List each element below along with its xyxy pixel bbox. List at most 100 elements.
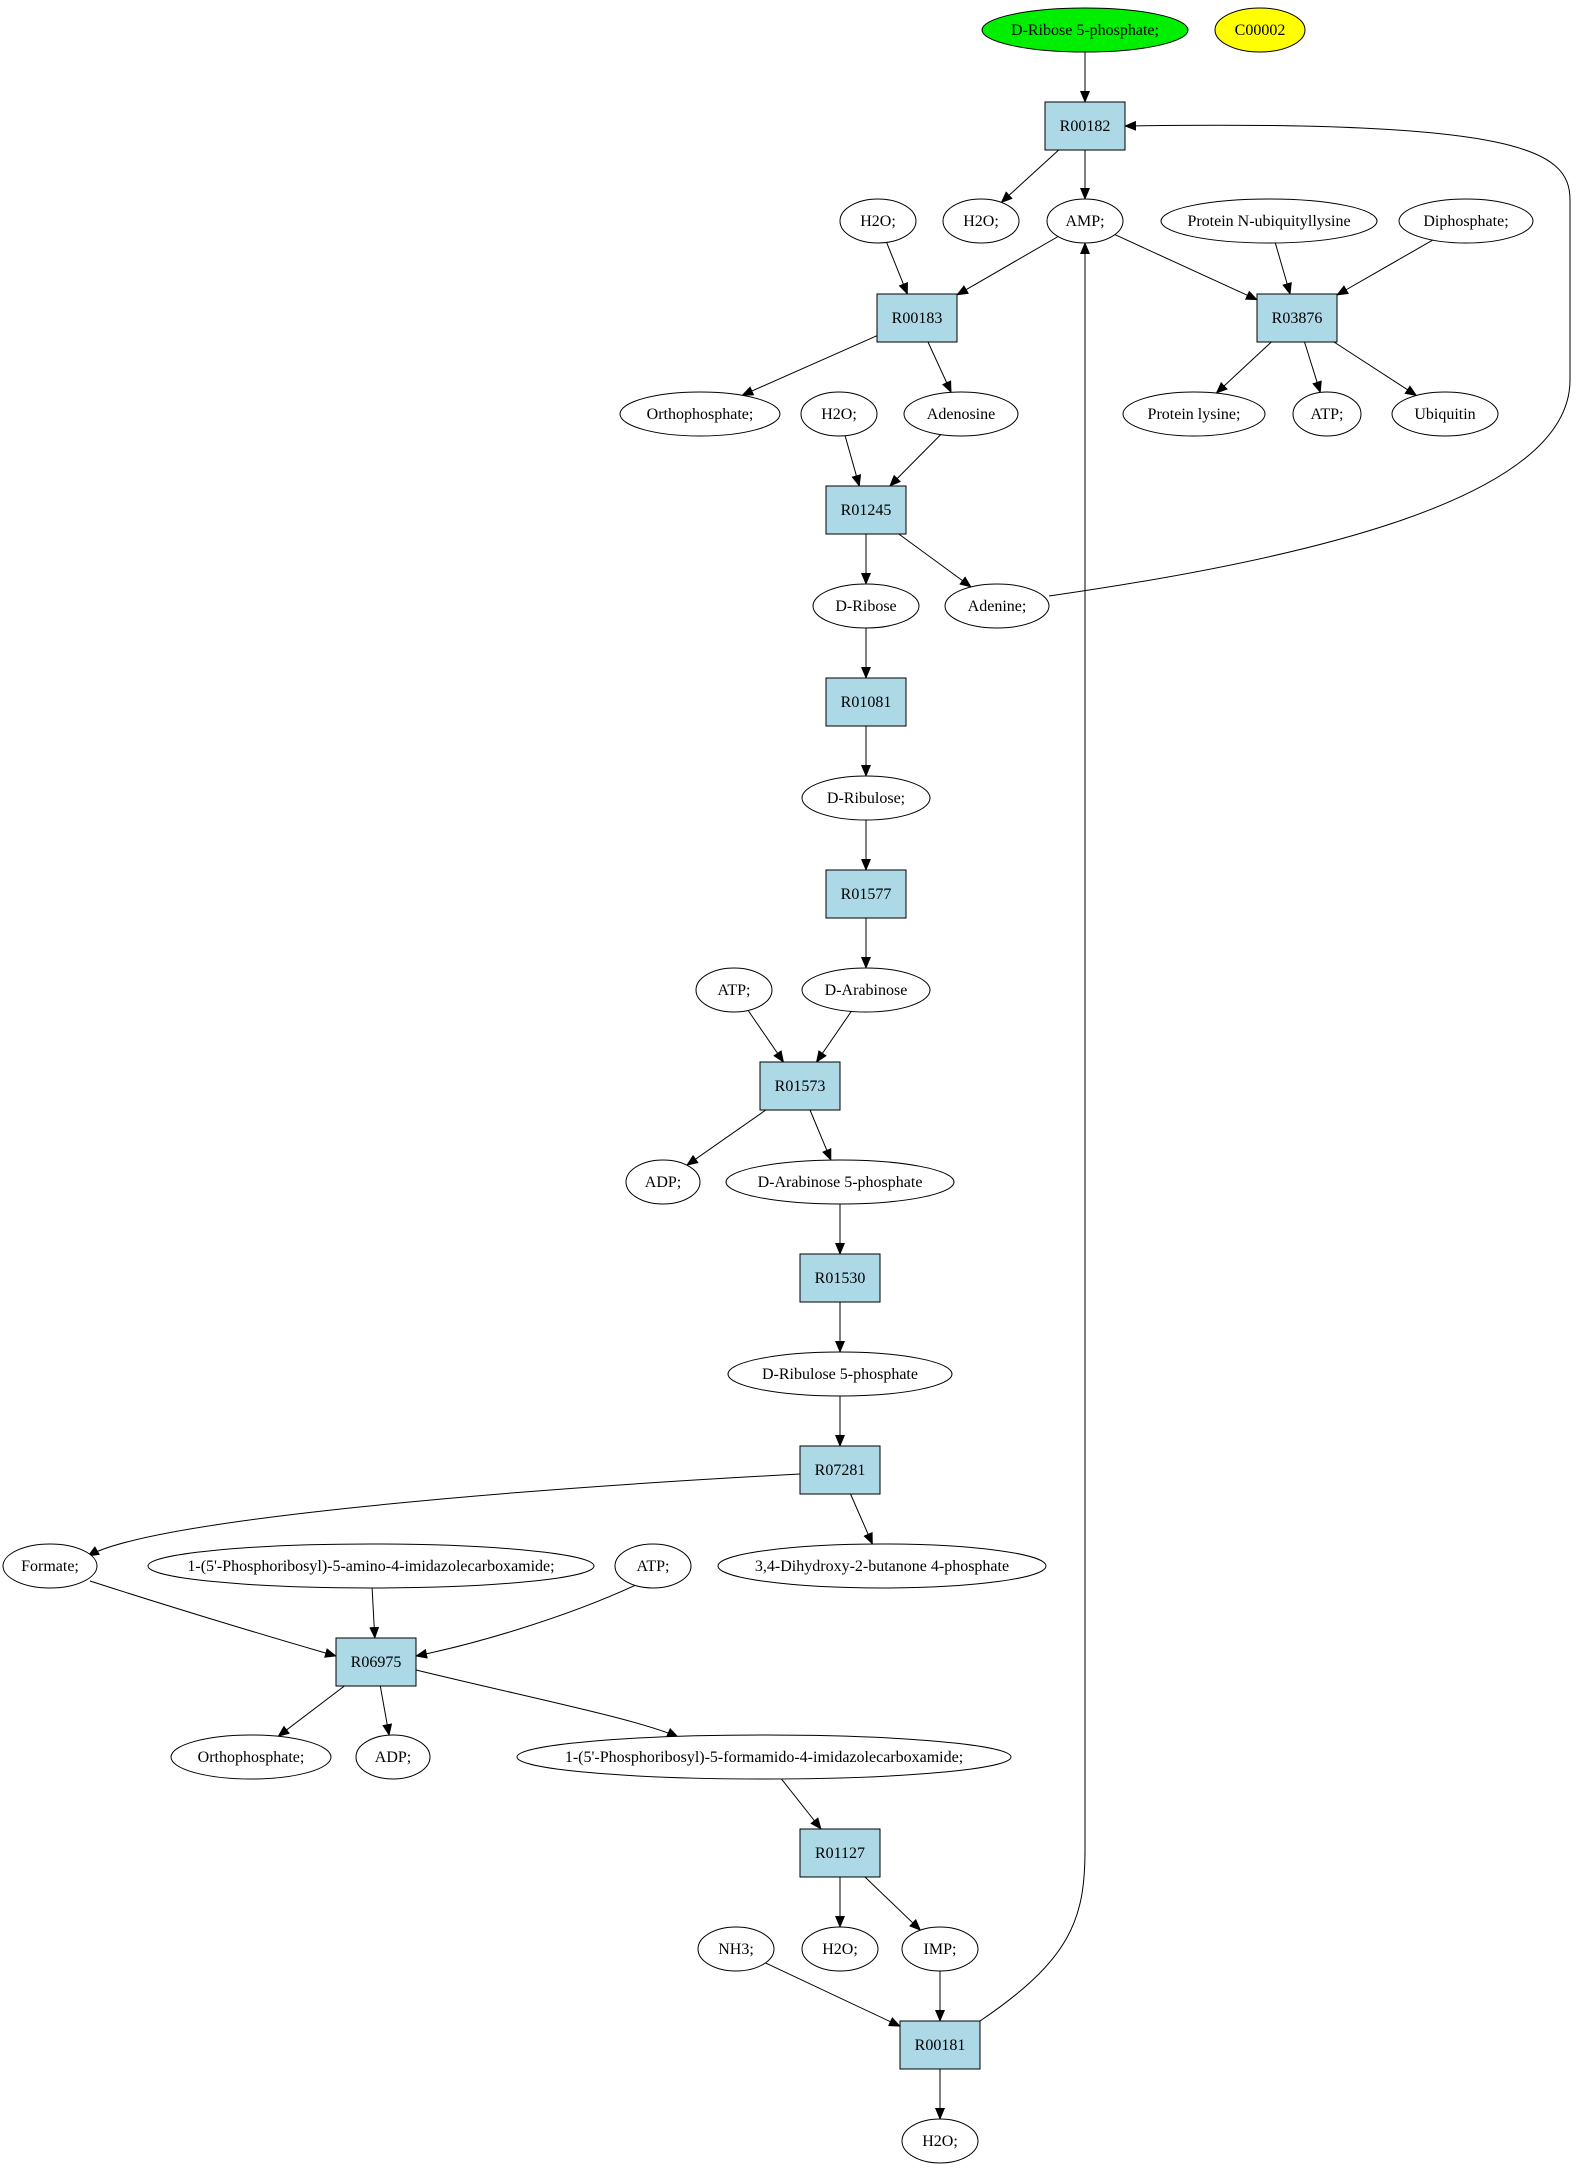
compound-node-nh3[interactable]: NH3; <box>697 1926 775 1972</box>
node-label: Adenine; <box>968 598 1027 615</box>
node-label: R01530 <box>815 1270 866 1287</box>
edge-r07281-to-formate <box>87 1473 801 1557</box>
edge-diphosphate-to-r03876 <box>1336 239 1433 296</box>
node-label: Orthophosphate; <box>198 1749 305 1766</box>
compound-node-dihydroxy-butanone[interactable]: 3,4-Dihydroxy-2-butanone 4-phosphate <box>717 1543 1047 1589</box>
compound-ellipse <box>619 391 781 437</box>
compound-ellipse <box>801 967 931 1013</box>
reaction-box <box>1044 101 1126 151</box>
node-label: H2O; <box>822 1941 858 1958</box>
edge-prib-formamido-to-r01127 <box>781 1778 822 1830</box>
edge-amp-to-r00183 <box>956 236 1059 296</box>
edge-atp-c-to-r06975 <box>415 1584 637 1659</box>
node-label: R00181 <box>915 2037 966 2054</box>
reaction-node-r01245[interactable]: R01245 <box>825 485 907 535</box>
node-label: H2O; <box>922 2133 958 2150</box>
node-label: R01573 <box>775 1078 826 1095</box>
reaction-node-r01530[interactable]: R01530 <box>799 1253 881 1303</box>
edge-r06975-to-orthophosphate-b <box>277 1685 345 1737</box>
edge-r00182-to-h2o-b <box>1000 149 1060 204</box>
compound-ellipse <box>625 1159 701 1205</box>
compound-node-d-ribose[interactable]: D-Ribose <box>812 583 920 629</box>
compound-node-protein-lysine[interactable]: Protein lysine; <box>1122 391 1266 437</box>
compound-ellipse <box>812 583 920 629</box>
compound-ellipse <box>2 1543 98 1589</box>
node-label: AMP; <box>1065 213 1104 230</box>
compound-node-h2o-b[interactable]: H2O; <box>942 198 1020 244</box>
compound-node-d-arabinose-5p[interactable]: D-Arabinose 5-phosphate <box>725 1159 955 1205</box>
reaction-node-r00183[interactable]: R00183 <box>876 293 958 343</box>
compound-ellipse <box>901 2118 979 2164</box>
compound-node-atp-a[interactable]: ATP; <box>1292 391 1362 437</box>
compound-ellipse <box>727 1351 953 1397</box>
compound-node-orthophosphate-a[interactable]: Orthophosphate; <box>619 391 781 437</box>
reaction-box <box>876 293 958 343</box>
compound-node-h2o-e[interactable]: H2O; <box>901 2118 979 2164</box>
compound-ellipse <box>944 583 1050 629</box>
node-label: H2O; <box>963 213 999 230</box>
reaction-node-r07281[interactable]: R07281 <box>799 1445 881 1495</box>
compound-node-diphosphate[interactable]: Diphosphate; <box>1398 198 1534 244</box>
reaction-node-r01573[interactable]: R01573 <box>759 1061 841 1111</box>
compound-node-amp[interactable]: AMP; <box>1046 198 1124 244</box>
reaction-node-r03876[interactable]: R03876 <box>1256 293 1338 343</box>
compound-ellipse <box>942 198 1020 244</box>
edge-adenosine-to-r01245 <box>889 434 942 487</box>
compound-node-adenosine[interactable]: Adenosine <box>903 391 1019 437</box>
reaction-node-r01577[interactable]: R01577 <box>825 869 907 919</box>
compound-node-orthophosphate-b[interactable]: Orthophosphate; <box>170 1734 332 1780</box>
compound-node-prib-amino[interactable]: 1-(5'-Phosphoribosyl)-5-amino-4-imidazol… <box>147 1543 595 1589</box>
edges-layer <box>87 52 1571 2120</box>
node-label: 1-(5'-Phosphoribosyl)-5-formamido-4-imid… <box>565 1749 963 1766</box>
compound-node-atp-b[interactable]: ATP; <box>695 967 773 1013</box>
compound-node-formate[interactable]: Formate; <box>2 1543 98 1589</box>
reaction-box <box>759 1061 841 1111</box>
node-label: 1-(5'-Phosphoribosyl)-5-amino-4-imidazol… <box>187 1558 554 1575</box>
compound-ellipse <box>1046 198 1124 244</box>
reaction-box <box>825 677 907 727</box>
compound-node-adp-a[interactable]: ADP; <box>625 1159 701 1205</box>
compound-ellipse <box>1214 7 1306 53</box>
compound-node-prot-ubq[interactable]: Protein N-ubiquityllysine <box>1160 198 1378 244</box>
compound-ellipse <box>355 1734 431 1780</box>
node-label: IMP; <box>924 1941 957 1958</box>
compound-node-d-ribose-5p[interactable]: D-Ribose 5-phosphate; <box>981 7 1189 53</box>
node-label: Protein N-ubiquityllysine <box>1187 213 1350 230</box>
compound-ellipse <box>170 1734 332 1780</box>
compound-node-prib-formamido[interactable]: 1-(5'-Phosphoribosyl)-5-formamido-4-imid… <box>516 1734 1012 1780</box>
reaction-box <box>799 1253 881 1303</box>
compound-node-adenine[interactable]: Adenine; <box>944 583 1050 629</box>
compound-node-imp[interactable]: IMP; <box>901 1926 979 1972</box>
edge-adenine-to-r00182 <box>1048 120 1571 597</box>
node-label: H2O; <box>860 213 896 230</box>
compound-node-atp-c[interactable]: ATP; <box>614 1543 692 1589</box>
reaction-node-r06975[interactable]: R06975 <box>335 1637 417 1687</box>
node-label: Ubiquitin <box>1414 406 1475 423</box>
node-label: R07281 <box>815 1462 866 1479</box>
reaction-box <box>799 1828 881 1878</box>
edge-r01573-to-adp-a <box>686 1109 767 1166</box>
node-label: R01081 <box>841 694 892 711</box>
node-label: R01127 <box>815 1845 865 1862</box>
compound-node-ubiquitin[interactable]: Ubiquitin <box>1391 391 1499 437</box>
compound-node-adp-b[interactable]: ADP; <box>355 1734 431 1780</box>
compound-ellipse <box>1398 198 1534 244</box>
compound-node-d-ribulose[interactable]: D-Ribulose; <box>801 775 931 821</box>
node-label: R01245 <box>841 502 892 519</box>
reaction-node-r01081[interactable]: R01081 <box>825 677 907 727</box>
reaction-node-r00181[interactable]: R00181 <box>899 2020 981 2070</box>
node-label: C00002 <box>1235 22 1286 39</box>
compound-node-d-ribulose-5p[interactable]: D-Ribulose 5-phosphate <box>727 1351 953 1397</box>
compound-node-c00002[interactable]: C00002 <box>1214 7 1306 53</box>
compound-node-h2o-d[interactable]: H2O; <box>801 1926 879 1972</box>
reaction-node-r01127[interactable]: R01127 <box>799 1828 881 1878</box>
edge-r03876-to-protein-lysine <box>1215 341 1272 394</box>
compound-node-h2o-c[interactable]: H2O; <box>800 391 878 437</box>
edge-r03876-to-atp-a <box>1304 341 1322 394</box>
node-label: ATP; <box>637 1558 670 1575</box>
compound-node-h2o-a[interactable]: H2O; <box>839 198 917 244</box>
reaction-node-r00182[interactable]: R00182 <box>1044 101 1126 151</box>
compound-ellipse <box>1122 391 1266 437</box>
compound-node-d-arabinose[interactable]: D-Arabinose <box>801 967 931 1013</box>
edge-prib-amino-to-r06975 <box>369 1587 380 1639</box>
